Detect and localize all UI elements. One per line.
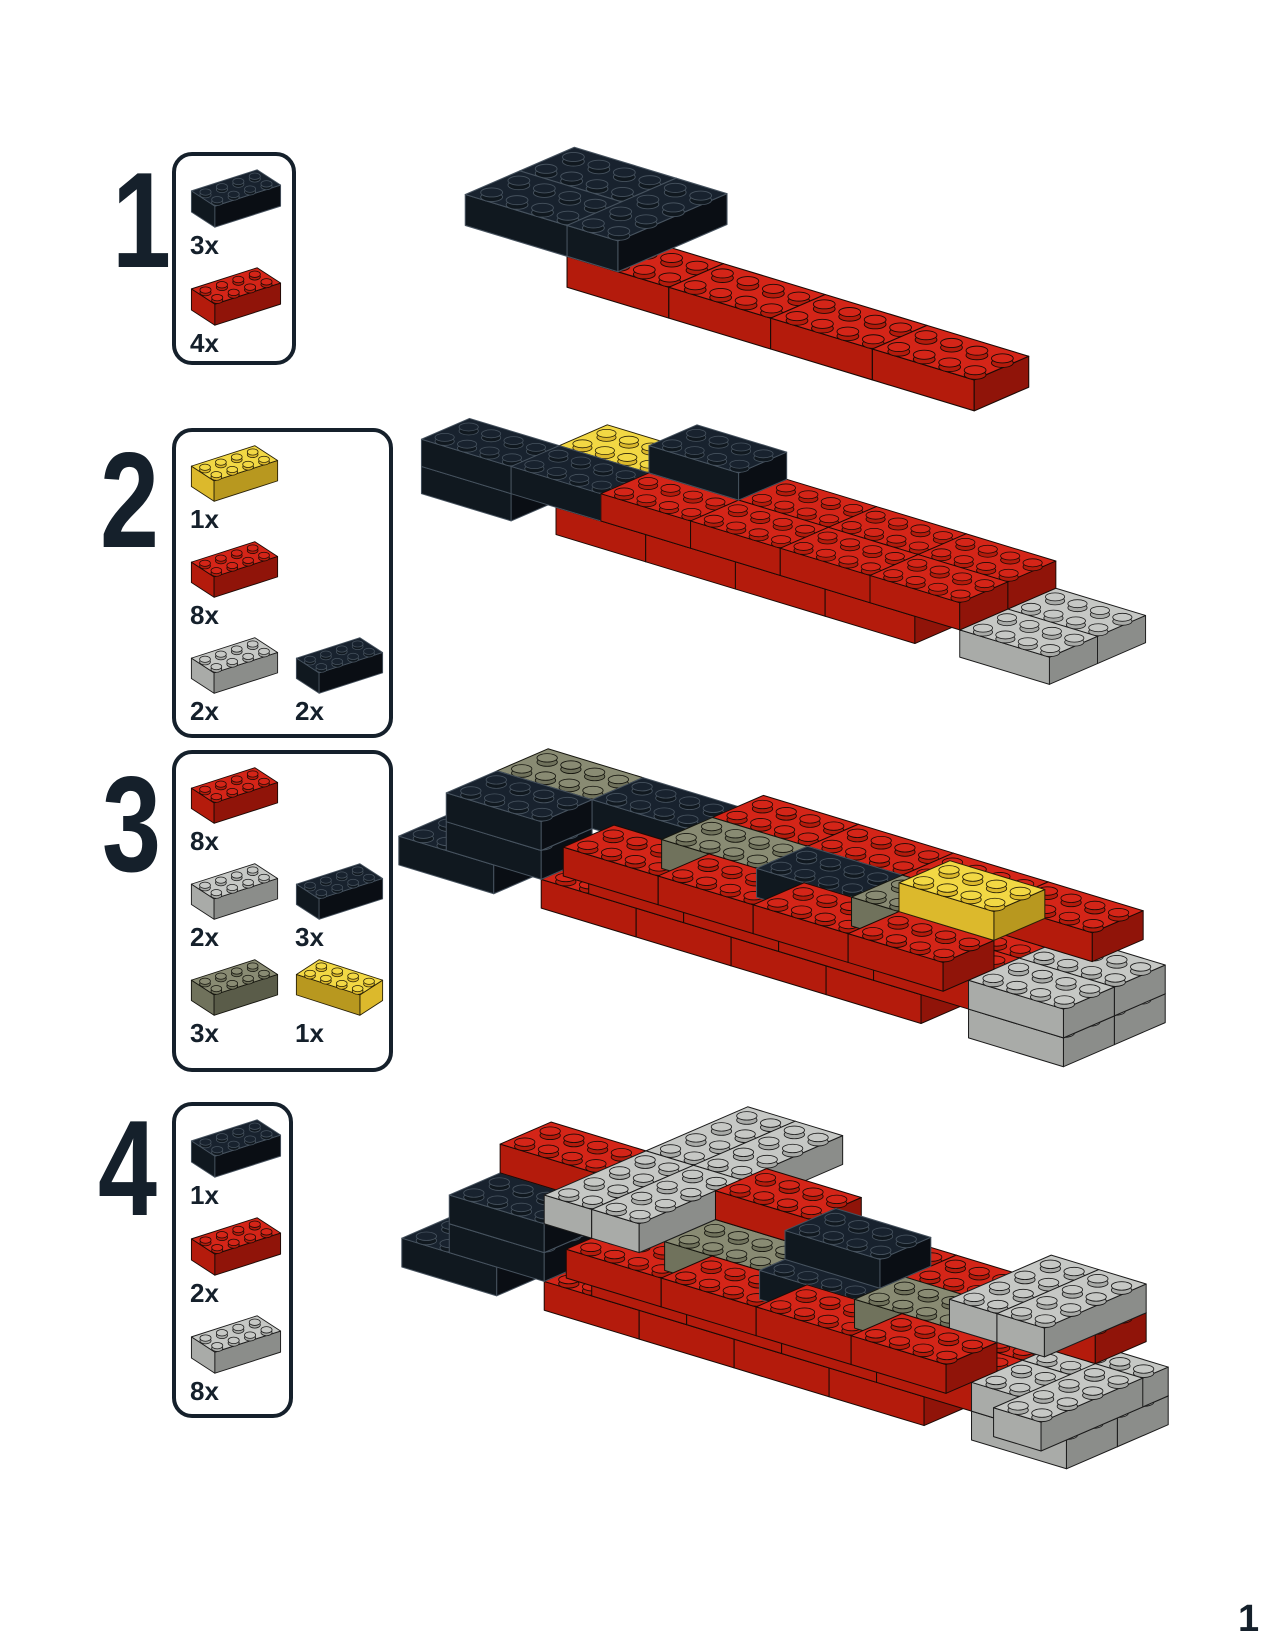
black-brick-2x4-icon <box>190 1119 282 1178</box>
step-1-parts-callout: 3x 4x <box>172 152 296 365</box>
black-brick-2x4-icon <box>295 637 384 694</box>
page-number: 1 <box>1238 1598 1260 1640</box>
part-count: 2x <box>190 696 219 726</box>
yellow-brick-2x4-icon <box>190 445 279 502</box>
part-count: 2x <box>190 1278 219 1308</box>
black-brick-2x4-icon <box>190 169 282 228</box>
step-4-assembly-diagram <box>401 1106 1169 1470</box>
red-brick-2x4-icon <box>190 767 279 824</box>
part-item: 1x <box>188 444 379 540</box>
gray-brick-2x4-icon <box>190 863 279 920</box>
part-item: 3x <box>188 168 282 266</box>
part-item: 1x <box>293 958 386 1054</box>
part-count: 1x <box>190 1180 219 1210</box>
step-3-number: 3 <box>102 748 161 900</box>
part-count: 8x <box>190 1376 219 1406</box>
yellow-brick-2x4-icon <box>295 959 384 1016</box>
red-brick-2x4-icon <box>190 1217 282 1276</box>
part-count: 3x <box>190 230 219 260</box>
part-count: 1x <box>190 504 219 534</box>
step-2-number: 2 <box>100 424 159 576</box>
part-item: 8x <box>188 1314 282 1412</box>
step-2-assembly-diagram <box>420 417 1147 685</box>
part-count: 4x <box>190 328 219 358</box>
step-4-number: 4 <box>98 1092 157 1244</box>
part-count: 1x <box>295 1018 324 1048</box>
dark-gray-brick-2x4-icon <box>190 959 279 1016</box>
part-item: 1x <box>188 1118 282 1216</box>
parts-row: 2x 3x <box>188 862 384 958</box>
part-item: 2x <box>188 1216 282 1314</box>
part-item: 8x <box>188 766 379 862</box>
gray-brick-2x4-icon <box>190 637 279 694</box>
part-count: 8x <box>190 600 219 630</box>
part-item: 3x <box>188 958 281 1054</box>
step-2-parts-callout: 1x 8x 2x 2x <box>172 428 393 738</box>
parts-row: 3x 1x <box>188 958 384 1054</box>
part-count: 3x <box>190 1018 219 1048</box>
part-item: 8x <box>188 540 379 636</box>
parts-row: 2x 2x <box>188 636 384 732</box>
part-item: 2x <box>188 636 281 732</box>
black-brick-2x4-icon <box>295 863 384 920</box>
step-4-parts-callout: 1x 2x 8x <box>172 1102 293 1418</box>
red-brick-2x4-icon <box>190 267 282 326</box>
step-3-assembly-diagram <box>398 748 1166 1068</box>
part-item: 3x <box>293 862 386 958</box>
part-item: 2x <box>188 862 281 958</box>
part-count: 2x <box>190 922 219 952</box>
step-1-number: 1 <box>112 144 171 296</box>
part-count: 3x <box>295 922 324 952</box>
part-count: 8x <box>190 826 219 856</box>
gray-brick-2x4-icon <box>190 1315 282 1374</box>
part-item: 4x <box>188 266 282 364</box>
part-item: 2x <box>293 636 386 732</box>
red-brick-2x4-icon <box>190 541 279 598</box>
step-1-assembly-diagram <box>464 146 1030 412</box>
part-count: 2x <box>295 696 324 726</box>
step-3-parts-callout: 8x 2x 3x 3x 1x <box>172 750 393 1072</box>
